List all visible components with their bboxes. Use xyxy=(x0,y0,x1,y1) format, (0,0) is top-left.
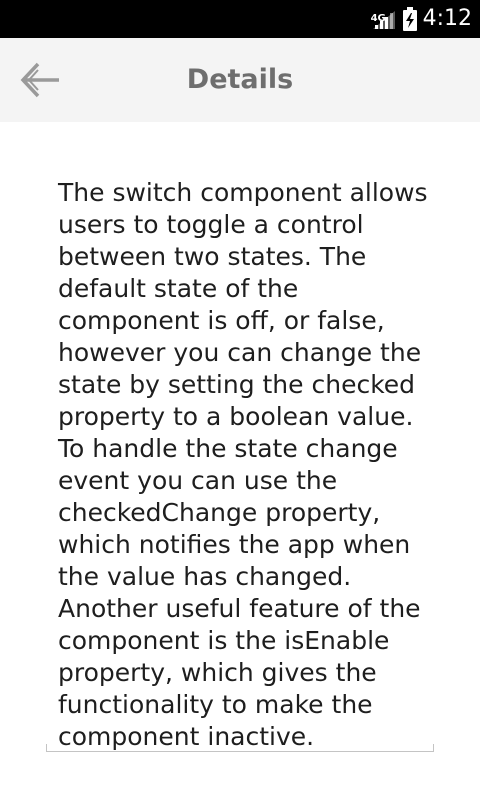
action-bar: Details xyxy=(0,38,480,122)
page-title: Details xyxy=(186,64,294,95)
bottom-divider xyxy=(46,751,434,752)
signal-indicator: 4G xyxy=(371,7,397,31)
content-area: The switch component allows users to tog… xyxy=(0,122,480,800)
divider-tick-left xyxy=(46,744,47,752)
details-text: The switch component allows users to tog… xyxy=(58,178,428,751)
status-bar: 4G 4:12 xyxy=(0,0,480,38)
status-icons: 4G 4:12 xyxy=(371,0,472,38)
signal-icon xyxy=(372,11,395,29)
status-clock: 4:12 xyxy=(422,6,472,31)
divider-tick-right xyxy=(433,744,434,752)
back-button[interactable] xyxy=(18,58,64,102)
arrow-left-icon xyxy=(20,62,59,98)
network-type-label: 4G xyxy=(370,13,386,24)
battery-charging-icon xyxy=(402,7,417,31)
